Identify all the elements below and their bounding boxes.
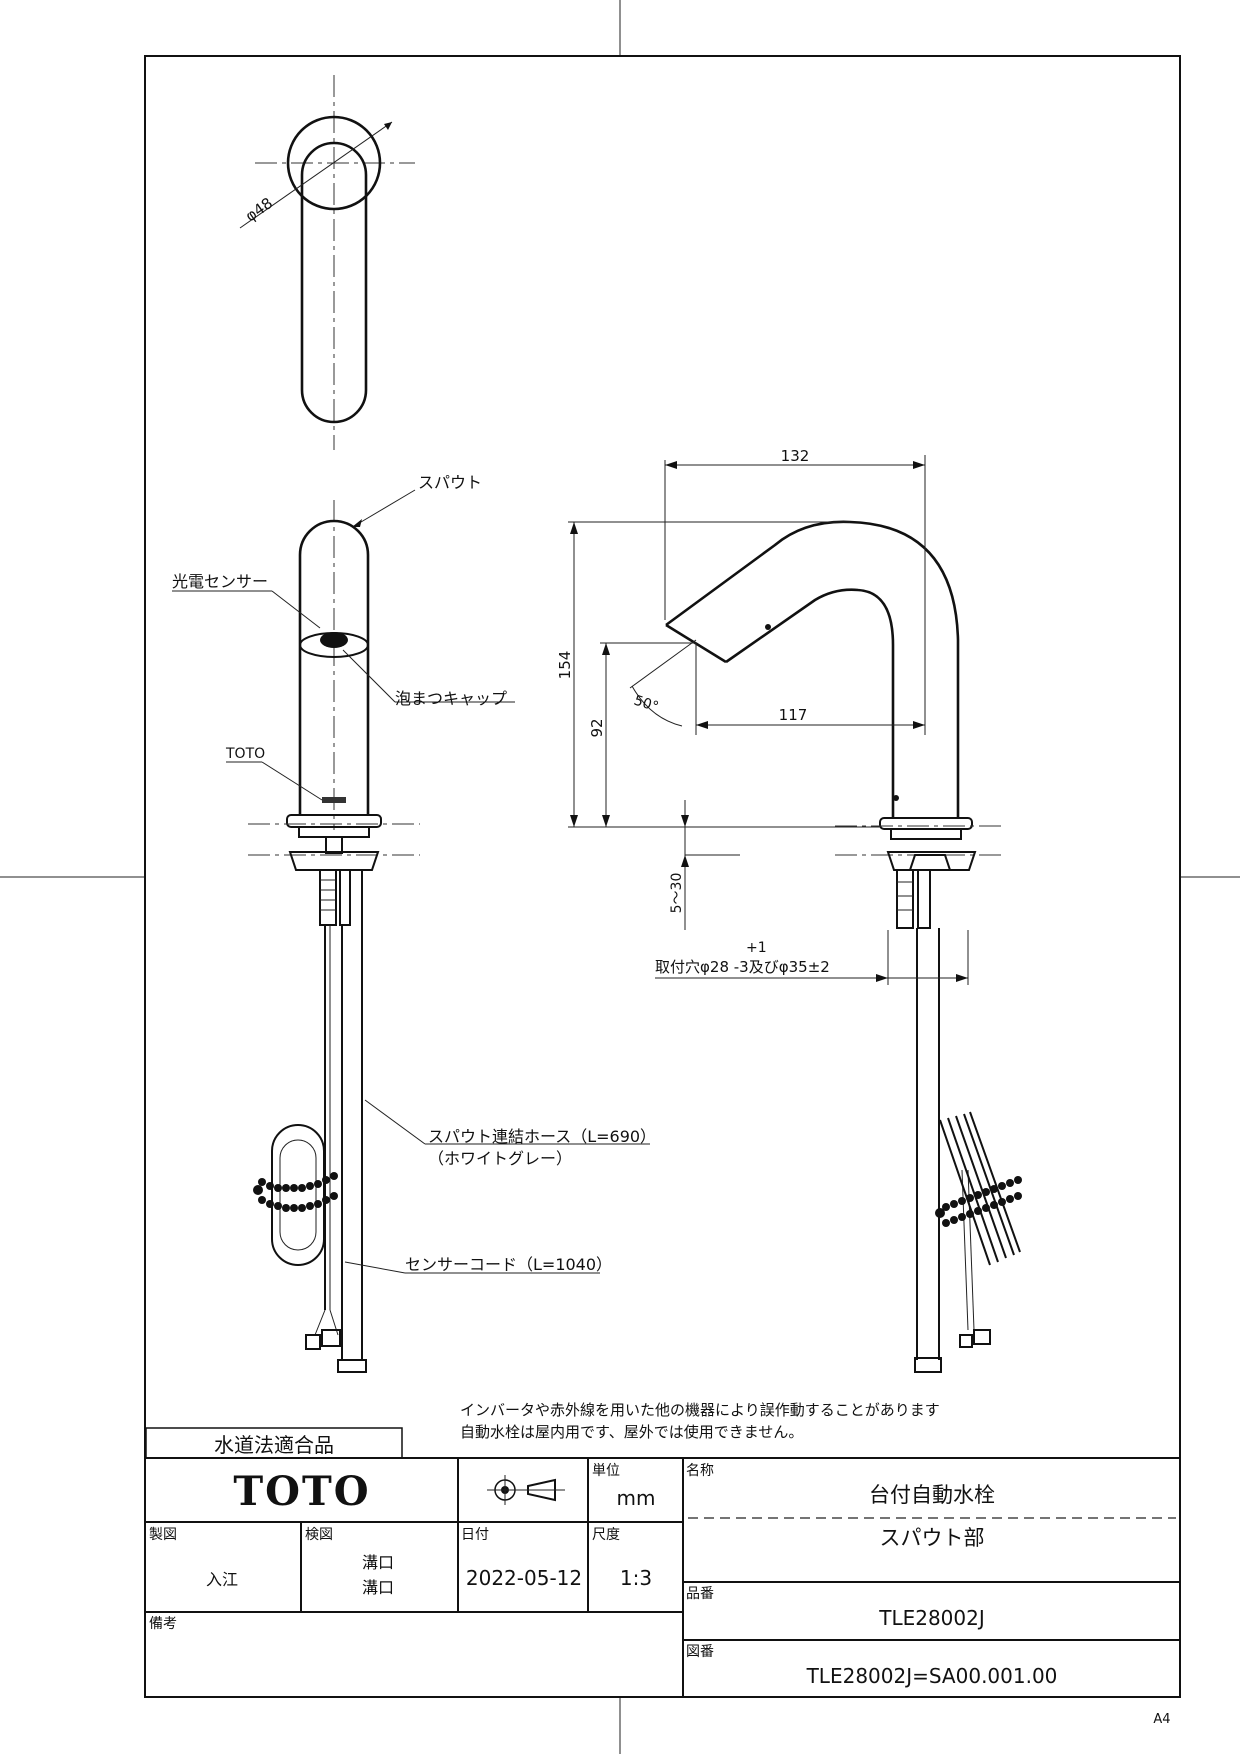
brand-logo: TOTO — [233, 1468, 370, 1515]
name-label: 名称 — [686, 1463, 714, 1479]
checked-by-1: 溝口 — [362, 1553, 394, 1572]
dim-132: 132 — [781, 447, 810, 465]
dim-mounting-hole: 取付穴φ28 -3及びφ35±2 — [655, 958, 830, 976]
scale-label: 尺度 — [592, 1527, 620, 1543]
drawn-label: 製図 — [149, 1527, 177, 1543]
drawn-by: 入江 — [206, 1570, 238, 1589]
dim-hole-tolerance: +1 — [746, 940, 767, 956]
side-view — [665, 520, 1022, 1373]
label-aerator-cap: 泡まつキャップ — [395, 689, 507, 708]
front-leaders — [172, 489, 650, 1274]
dim-5-30: 5～30 — [669, 873, 685, 914]
date-label: 日付 — [461, 1527, 489, 1543]
product-subname: スパウト部 — [880, 1526, 985, 1550]
drawing-border — [144, 55, 1181, 1698]
label-toto-mark: TOTO — [225, 746, 265, 762]
title-block-lines — [145, 1427, 1180, 1697]
unit-value: mm — [617, 1486, 656, 1510]
label-spout: スパウト — [418, 473, 482, 492]
drawing-number: TLE28002J=SA00.001.00 — [806, 1664, 1058, 1688]
drawing-no-label: 図番 — [686, 1644, 714, 1660]
checked-by-2: 溝口 — [362, 1578, 394, 1597]
note-line-2: 自動水栓は屋内用です、屋外では使用できません。 — [460, 1423, 803, 1441]
dim-d48: φ48 — [242, 194, 276, 225]
note-line-1: インバータや赤外線を用いた他の機器により誤作動することがあります — [460, 1401, 940, 1419]
label-sensor-cord: センサーコード（L=1040） — [405, 1255, 612, 1274]
front-view — [248, 500, 420, 1373]
part-no-label: 品番 — [686, 1586, 714, 1602]
checked-label: 検図 — [305, 1527, 333, 1543]
part-number: TLE28002J — [878, 1606, 985, 1630]
side-dimensions — [568, 455, 969, 985]
dim-92: 92 — [588, 718, 606, 737]
label-hose-color: （ホワイトグレー） — [428, 1149, 572, 1168]
top-view — [239, 75, 415, 450]
dim-154: 154 — [556, 651, 574, 680]
remarks-label: 備考 — [149, 1616, 177, 1632]
compliance-label: 水道法適合品 — [214, 1433, 334, 1457]
unit-label: 単位 — [592, 1463, 620, 1479]
label-sensor: 光電センサー — [172, 572, 268, 591]
date-value: 2022-05-12 — [466, 1566, 582, 1590]
dim-117: 117 — [779, 706, 808, 724]
projection-symbol-icon — [487, 1475, 565, 1505]
dim-angle: 50° — [632, 693, 661, 716]
product-name: 台付自動水栓 — [869, 1483, 995, 1507]
scale-value: 1:3 — [620, 1566, 652, 1590]
sheet-size: A4 — [1153, 1712, 1170, 1727]
label-hose: スパウト連結ホース（L=690） — [428, 1127, 656, 1146]
